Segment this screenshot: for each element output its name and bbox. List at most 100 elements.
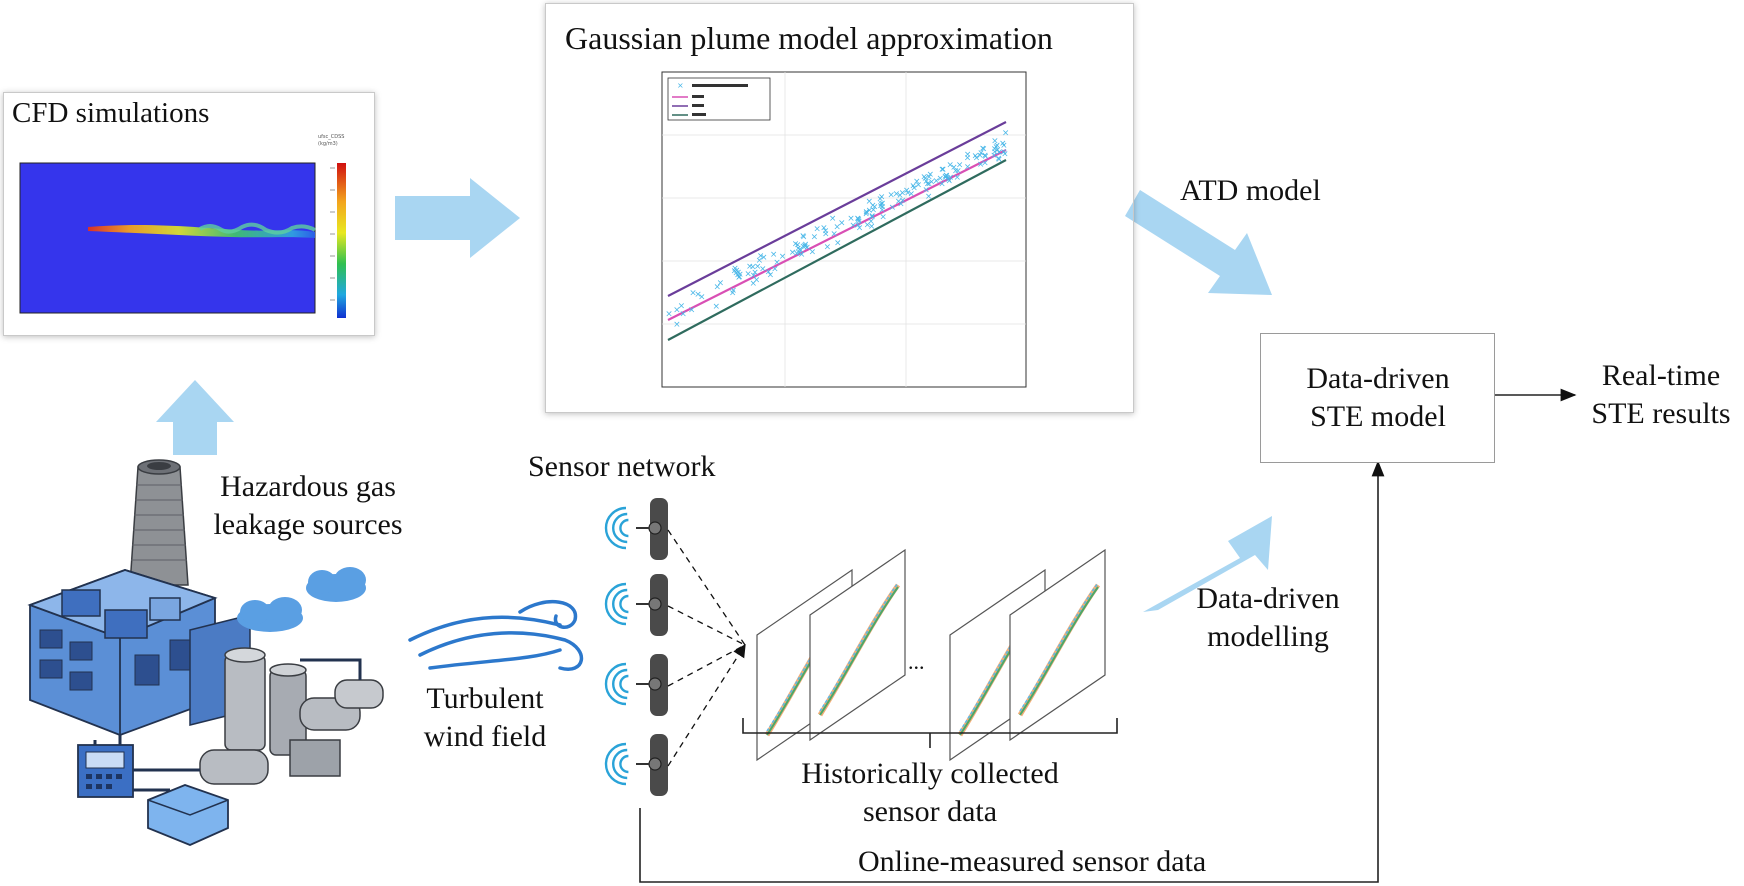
realtime-line1: Real-time [1601,359,1721,392]
scatter-point: × [854,221,862,231]
chart-sheet [809,548,906,742]
scatter-point: × [757,252,765,262]
hazard-source-label: Hazardous gas leakage sources [188,468,428,543]
scatter-point: × [909,181,917,191]
scatter-point: × [736,270,744,280]
scatter-point: × [999,139,1007,149]
scatter-point: × [673,320,681,330]
scatter-point: × [794,240,802,250]
sensor-column [604,498,668,796]
scatter-point: × [854,215,862,225]
scatter-point: × [920,173,928,183]
scatter-point: × [765,267,773,277]
arrow-atd-model [1125,190,1272,295]
scatter-point: × [941,172,949,182]
scatter-point: × [933,177,941,187]
scatter-point: × [798,250,806,260]
scatter-point: × [943,172,951,182]
scatter-point: × [856,223,864,233]
scatter-point: × [820,224,828,234]
scatter-point: × [877,201,885,211]
scatter-point: × [938,165,946,175]
scatter-point: × [771,265,779,275]
factory-icon [27,459,384,846]
scatter-point: × [903,186,911,196]
scatter-point: × [793,249,801,259]
scatter-point: × [991,145,999,155]
sensor-dashed-links [667,529,746,767]
scatter-point: × [767,270,775,280]
wind-icon [408,599,584,671]
scatter-point: × [954,173,962,183]
scatter-point: × [759,265,767,275]
fit-line-upper [667,121,1007,297]
scatter-point: × [980,145,988,155]
scatter-point: × [942,173,950,183]
sensor-icon [604,574,668,636]
scatter-point: × [801,242,809,252]
realtime-results-label: Real-time STE results [1578,357,1744,432]
wind-field-label: Turbulent wind field [395,680,575,755]
ddm-line1: Data-driven [1196,582,1340,615]
scatter-point: × [956,160,964,170]
scatter-point: × [946,177,954,187]
scatter-point: × [849,221,857,231]
sensor-icon [604,734,668,796]
scatter-point: × [779,252,787,262]
scatter-point: × [731,264,739,274]
scatter-point: × [867,217,875,227]
scatter-point: × [750,271,758,281]
gaussian-plume-scatter-plot: ××××××××××××××××××××××××××××××××××××××××… [661,71,1027,388]
scatter-point: × [746,262,754,272]
scatter-point: × [822,227,830,237]
scatter-point: × [946,161,954,171]
scatter-point: × [878,193,886,203]
scatter-point: × [866,206,874,216]
ste-model-label: Data-driven STE model [1260,360,1496,435]
scatter-point: × [994,145,1002,155]
svg-text:ufsc_CDSS: ufsc_CDSS [318,134,344,140]
scatter-point: × [993,141,1001,151]
scatter-point: × [838,219,846,229]
scatter-point: × [937,174,945,184]
scatter-point: × [868,222,876,232]
scatter-point: × [992,143,1000,153]
fit-line-mid [667,149,1007,321]
online-data-label: Online-measured sensor data [858,845,1207,878]
scatter-point: × [665,310,673,320]
scatter-point: × [694,290,702,300]
scatter-point: × [977,149,985,159]
historical-line1: Historically collected [801,757,1059,790]
scatter-point: × [824,243,832,253]
colorbar-icon [337,163,346,318]
scatter-point: × [982,152,990,162]
scatter-point: × [730,286,738,296]
scatter-point: × [754,262,762,272]
scatter-point: × [976,151,984,161]
scatter-point: × [750,279,758,289]
scatter-point: × [809,248,817,258]
scatter-point: × [913,177,921,187]
scatter-point: × [897,200,905,210]
scatter-point: × [734,271,742,281]
scatter-point: × [990,151,998,161]
scatter-point: × [866,197,874,207]
scatter-point: × [689,288,697,298]
ddm-line2: modelling [1207,619,1329,653]
scatter-point: × [833,223,841,233]
scatter-point: × [876,194,884,204]
scatter-point: × [731,267,739,277]
svg-text:(kg/m3): (kg/m3) [318,141,338,147]
scatter-point: × [1002,129,1010,139]
online-data-line [639,460,1385,883]
arrow-data-driven-modelling [1143,516,1272,612]
scatter-point: × [991,147,999,157]
scatter-point: × [1001,150,1009,160]
scatter-point: × [698,293,706,303]
atd-model-label: ATD model [1180,174,1321,207]
scatter-point: × [802,240,810,250]
ste-model-line1: Data-driven [1306,362,1450,395]
scatter-point: × [713,302,721,312]
gaussian-panel [545,3,1134,413]
scatter-point: × [943,171,951,181]
